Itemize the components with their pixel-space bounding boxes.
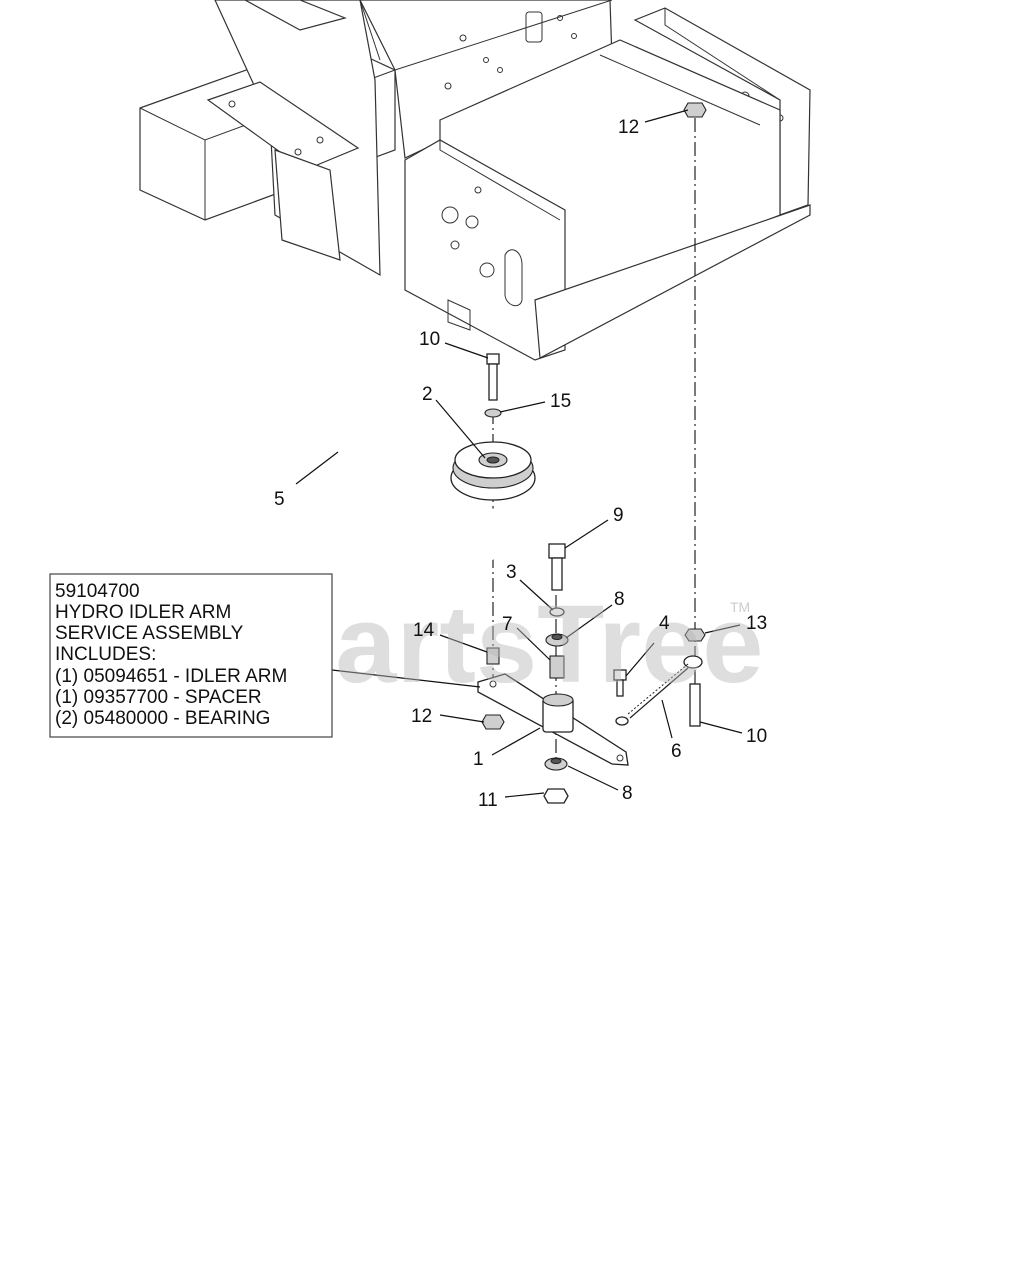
assembly-line-0: 59104700 (55, 581, 140, 602)
belt-part-5 (303, 384, 617, 577)
assembly-line-3: INCLUDES: (55, 644, 156, 665)
idler-pulley-part-2 (450, 441, 536, 501)
bolt-part-9 (548, 543, 566, 591)
assembly-line-1: HYDRO IDLER ARM (55, 602, 231, 623)
callout-15: 15 (550, 391, 571, 412)
hex-nut-part-13 (684, 628, 706, 642)
spacer-part-14 (486, 647, 500, 665)
callout-9: 9 (613, 505, 624, 526)
assembly-line-5: (1) 09357700 - SPACER (55, 687, 262, 708)
assembly-line-6: (2) 05480000 - BEARING (55, 708, 270, 729)
callout-4: 4 (659, 613, 670, 634)
spring-part-6 (615, 655, 703, 726)
callout-3: 3 (506, 562, 517, 583)
callout-2: 2 (422, 384, 433, 405)
idler-arm-part-1 (477, 673, 629, 766)
pin-part-10-bottom (689, 683, 701, 727)
bolt-part-4 (613, 669, 627, 697)
bolt-part-10-top (486, 353, 500, 401)
callout-8-lower: 8 (622, 783, 633, 804)
leader-lines (295, 109, 743, 798)
callout-14: 14 (413, 620, 435, 641)
callout-12-lower: 12 (411, 706, 432, 727)
bearing-part-8-bottom (544, 757, 568, 771)
callout-10-lower: 10 (746, 726, 767, 747)
spacer-part-7 (549, 655, 565, 679)
callout-11: 11 (478, 790, 498, 811)
callout-10: 10 (419, 329, 440, 350)
callout-12: 12 (618, 117, 639, 138)
callout-13: 13 (746, 613, 767, 634)
watermark: PartsTree TM (262, 583, 763, 706)
assembly-line-4: (1) 05094651 - IDLER ARM (55, 666, 287, 687)
callout-1: 1 (473, 749, 484, 770)
callout-6: 6 (671, 741, 682, 762)
assembly-line-2: SERVICE ASSEMBLY (55, 623, 244, 644)
watermark-tm: TM (730, 599, 750, 615)
callout-7: 7 (502, 614, 513, 635)
washer-part-15 (484, 408, 502, 418)
hex-nut-part-12-bottom (481, 714, 505, 730)
callout-8: 8 (614, 589, 625, 610)
washer-part-3 (549, 607, 565, 617)
bearing-part-8-top (545, 633, 569, 647)
callout-labels: 12 10 2 15 5 9 3 8 14 7 4 13 12 1 6 10 1… (274, 117, 767, 811)
callout-5: 5 (274, 489, 285, 510)
hex-nut-part-11 (543, 788, 569, 804)
mower-frame (139, 0, 811, 361)
hex-nut-part-12-top (683, 102, 707, 118)
service-assembly-box: 59104700 HYDRO IDLER ARM SERVICE ASSEMBL… (49, 573, 333, 738)
watermark-text: PartsTree (262, 583, 763, 706)
